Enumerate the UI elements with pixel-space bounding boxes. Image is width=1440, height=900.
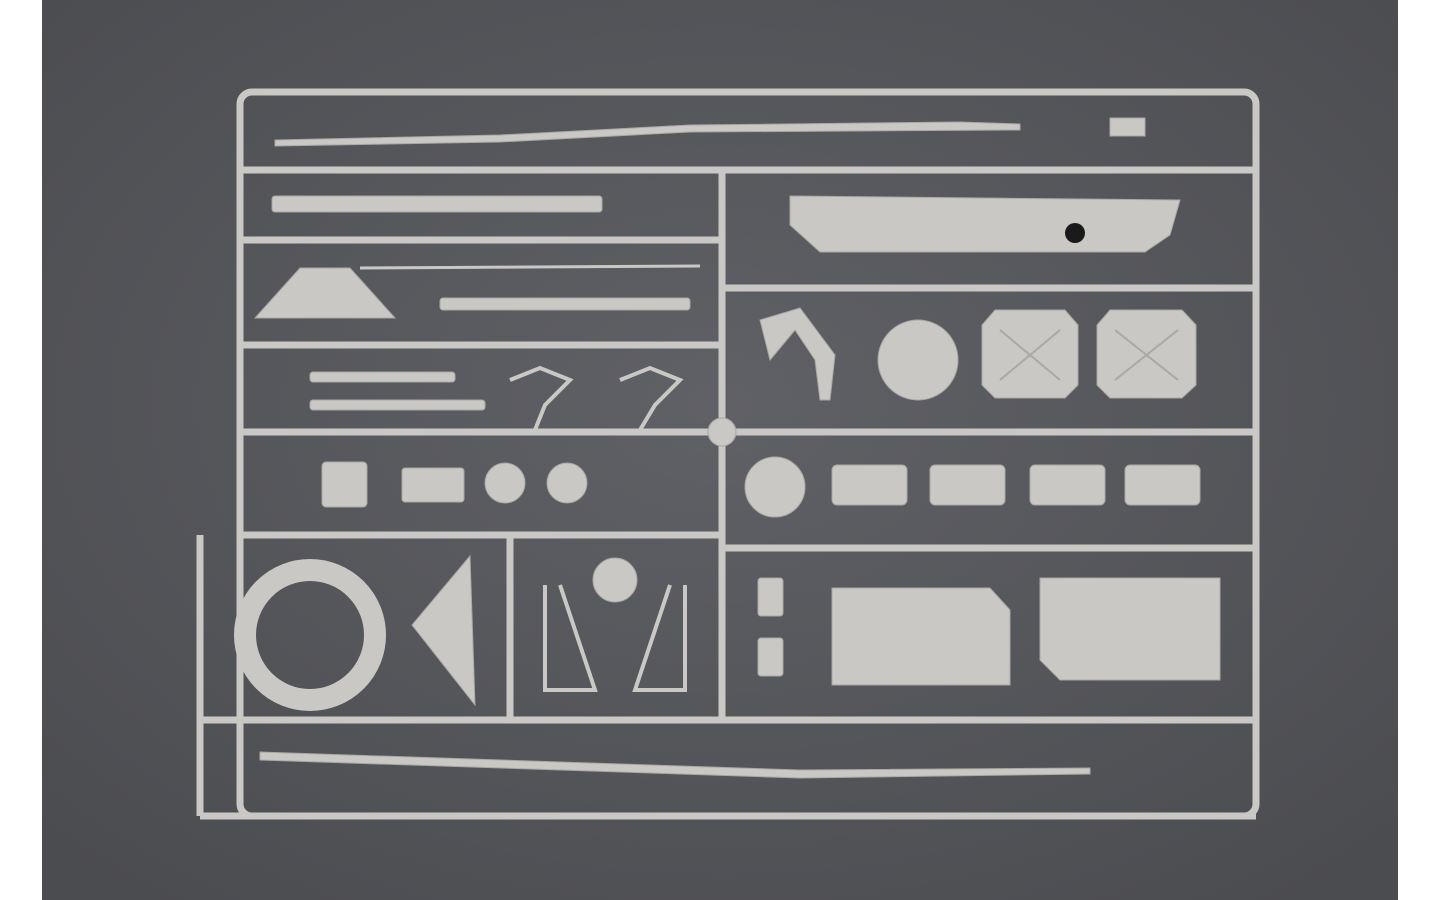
sprue-photo xyxy=(42,0,1398,900)
part-ring xyxy=(234,559,386,711)
part-long-barrel-bottom xyxy=(259,751,1091,779)
part-wheel xyxy=(744,456,806,518)
part-hull-hole xyxy=(1065,223,1085,243)
part-box-2 xyxy=(929,464,1006,506)
part-bar-4 xyxy=(309,399,486,411)
part-box-4 xyxy=(1124,464,1201,506)
part-bracket xyxy=(759,307,836,401)
sprue-photo-svg xyxy=(42,0,1398,900)
part-box-3 xyxy=(1029,464,1106,506)
part-small-block-1 xyxy=(757,577,784,617)
part-thin-rod xyxy=(359,264,701,270)
part-center-hub xyxy=(707,417,737,447)
part-block xyxy=(401,467,465,503)
part-long-barrel-top xyxy=(274,121,1021,147)
part-bar-3 xyxy=(309,371,456,383)
part-box-1 xyxy=(831,464,908,506)
part-round-hatch xyxy=(877,319,959,401)
part-round-plate xyxy=(592,557,638,603)
part-bar-1 xyxy=(271,195,603,213)
part-engine-cover-2 xyxy=(1039,577,1221,681)
part-disc-1 xyxy=(484,462,526,504)
part-trapezoid-plate xyxy=(253,267,397,319)
part-disc-2 xyxy=(546,462,588,504)
part-triangle-plate xyxy=(411,554,476,707)
part-block-c xyxy=(321,461,368,508)
part-bar-2 xyxy=(439,297,691,311)
part-hull-plate xyxy=(789,195,1181,253)
part-engine-cover-1 xyxy=(831,587,1011,686)
part-frames xyxy=(509,365,687,692)
part-small-block-2 xyxy=(757,637,784,677)
sprue-frame xyxy=(196,88,1260,820)
part-corner-tab xyxy=(1109,117,1146,137)
